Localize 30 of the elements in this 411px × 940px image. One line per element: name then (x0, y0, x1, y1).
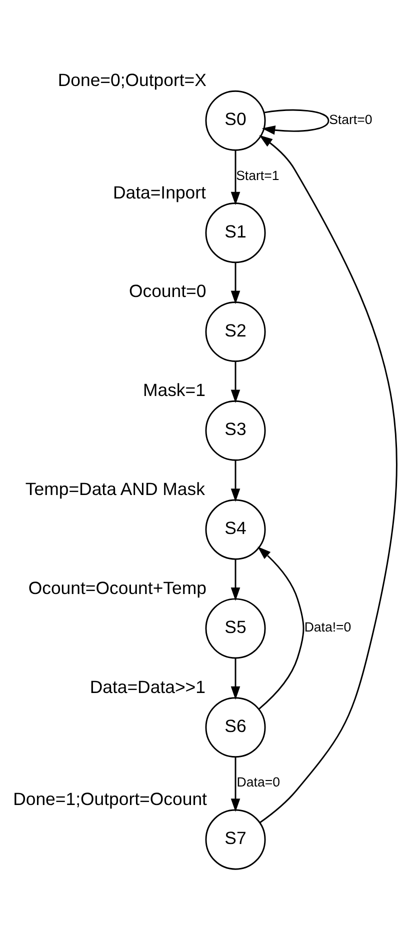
node-circle: S0 (205, 90, 266, 150)
node-label: Ocount=Ocount+Temp (28, 577, 206, 598)
node-circle: S5 (205, 598, 266, 658)
edge-label: Data!=0 (304, 619, 352, 634)
arrow (230, 360, 240, 402)
node-label: Temp=Data AND Mask (25, 478, 205, 499)
arrow (230, 558, 240, 600)
arrow (258, 546, 304, 709)
arrow (230, 150, 240, 205)
node-label: Data=Data>>1 (90, 676, 206, 696)
edge-label: Data=0 (236, 774, 280, 790)
arrow (230, 756, 240, 812)
node-label: Data=Inport (112, 182, 206, 202)
node-circle: S4 (205, 498, 266, 560)
arrow (230, 262, 240, 304)
node-label: Mask=1 (143, 380, 206, 400)
arrow (230, 460, 240, 502)
arrow (230, 658, 240, 700)
node-circle: S1 (205, 202, 266, 263)
node-circle: S6 (205, 696, 266, 758)
node-label: Done=1;Outport=Ocount (13, 788, 207, 809)
edge-label: Start=1 (236, 167, 280, 182)
node-label: Ocount=0 (128, 280, 206, 301)
arrow (259, 134, 398, 823)
edge-label: Start=0 (329, 111, 372, 126)
node-circle: S3 (205, 400, 266, 460)
node-circle: S7 (205, 808, 266, 870)
node-label: Done=0;Outport=X (58, 70, 206, 90)
arrow (262, 108, 330, 134)
node-circle: S2 (205, 300, 266, 362)
